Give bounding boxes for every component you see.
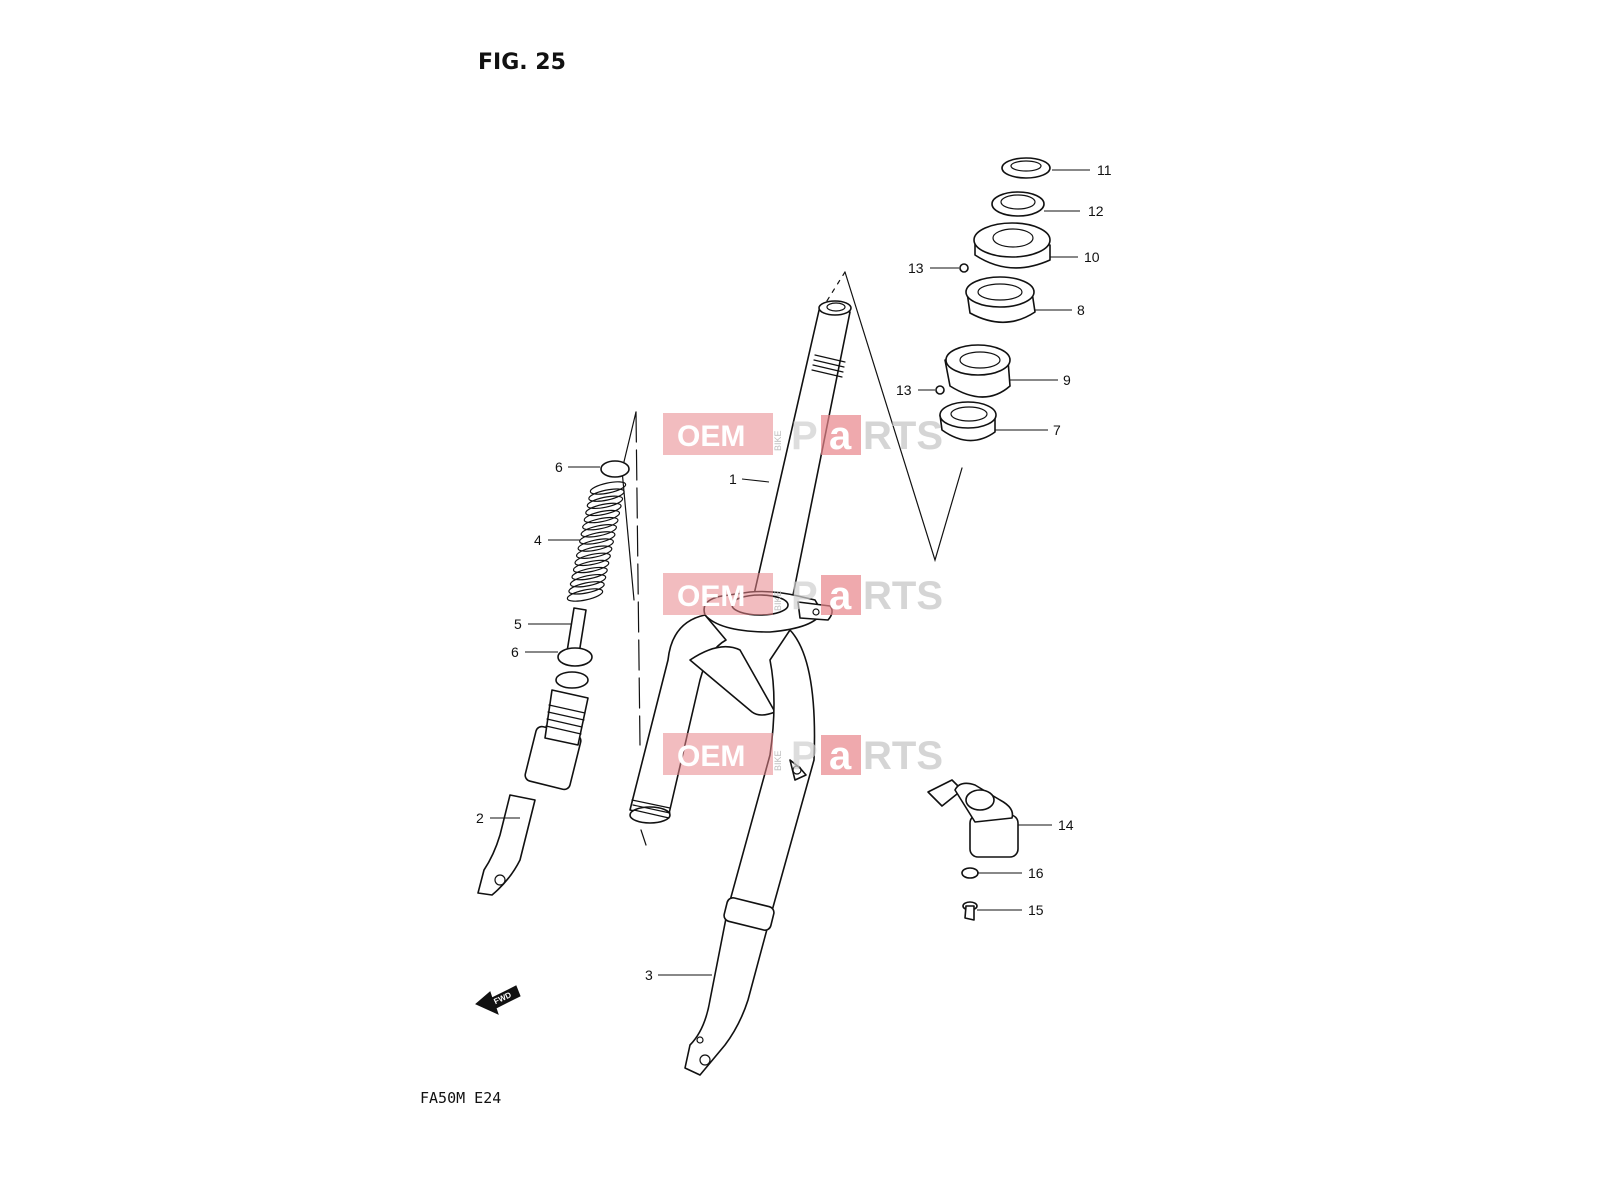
spring-coil xyxy=(579,531,616,545)
part-4-spring xyxy=(566,481,627,602)
callout-11: 11 xyxy=(1097,162,1112,178)
part-10-steering-nut xyxy=(973,222,1051,269)
watermark-oem: OEM xyxy=(677,740,745,773)
spring-coil xyxy=(569,573,607,588)
callout-10: 10 xyxy=(1084,249,1100,265)
callout-numbers: 11 12 10 13 8 9 13 7 1 6 4 5 6 2 3 14 16… xyxy=(476,162,1112,983)
callout-9: 9 xyxy=(1063,372,1071,388)
part-2-left-fork-leg xyxy=(477,671,589,896)
callout-6-lower: 6 xyxy=(511,644,519,660)
spring-coil xyxy=(566,588,604,602)
watermark-rts: RTS xyxy=(863,574,943,618)
spring-coil xyxy=(588,488,625,502)
callout-13-lower: 13 xyxy=(896,382,912,398)
watermark-row-3: OEM BIKE P a RTS xyxy=(663,733,943,778)
watermark-oem: OEM xyxy=(677,420,745,453)
part-11-lock-washer xyxy=(1001,157,1051,179)
callout-8: 8 xyxy=(1077,302,1085,318)
part-13-steel-ball-lower xyxy=(935,385,945,395)
watermark-bike: BIKE xyxy=(773,750,783,771)
spring-coil xyxy=(583,509,621,524)
spring-coil xyxy=(577,538,614,552)
part-1-steering-stem xyxy=(749,300,852,621)
watermark-p: P xyxy=(791,574,818,618)
callout-4: 4 xyxy=(534,532,542,548)
part-8-upper-race xyxy=(965,276,1036,323)
part-12-washer xyxy=(991,191,1045,217)
spring-coil xyxy=(582,516,619,531)
fwd-arrow-icon: FWD xyxy=(475,985,521,1015)
part-16-washer xyxy=(961,867,979,879)
part-6-washers xyxy=(557,460,630,667)
callout-leaders xyxy=(490,169,1090,976)
watermark-a: a xyxy=(829,574,852,618)
callout-1: 1 xyxy=(729,471,737,487)
part-3-fork-assembly xyxy=(629,590,833,1076)
watermark-row-1: OEM BIKE P a RTS xyxy=(663,413,943,458)
spring-coil xyxy=(571,566,608,581)
model-code: FA50M E24 xyxy=(420,1089,501,1107)
watermark-a: a xyxy=(829,414,852,458)
spring-coil xyxy=(586,495,624,510)
spring-coil xyxy=(585,502,622,517)
callout-15: 15 xyxy=(1028,902,1044,918)
watermark-a: a xyxy=(829,734,852,778)
watermark-p: P xyxy=(791,734,818,778)
callout-14: 14 xyxy=(1058,817,1074,833)
callout-3: 3 xyxy=(645,967,653,983)
headset-parts xyxy=(935,157,1051,442)
callout-5: 5 xyxy=(514,616,522,632)
part-14-steering-lock xyxy=(927,779,1019,858)
watermark-bike: BIKE xyxy=(773,590,783,611)
callout-6-upper: 6 xyxy=(555,459,563,475)
spring-coil xyxy=(568,581,605,595)
spring-coil xyxy=(580,524,618,538)
spring-coil xyxy=(589,481,627,495)
part-15-screw xyxy=(962,901,978,921)
watermark-p: P xyxy=(791,414,818,458)
spring-coil xyxy=(572,559,610,574)
callout-7: 7 xyxy=(1053,422,1061,438)
watermark-rts: RTS xyxy=(863,414,943,458)
watermark-rts: RTS xyxy=(863,734,943,778)
part-13-steel-ball-upper xyxy=(959,263,969,273)
spring-coil xyxy=(574,552,611,567)
watermark-oem: OEM xyxy=(677,580,745,613)
watermark-row-2: OEM BIKE P a RTS xyxy=(663,573,943,618)
spring-coil xyxy=(575,545,613,559)
callout-16: 16 xyxy=(1028,865,1044,881)
callout-2: 2 xyxy=(476,810,484,826)
part-7-bottom-race xyxy=(939,401,997,442)
callout-13-upper: 13 xyxy=(908,260,924,276)
watermark-bike: BIKE xyxy=(773,430,783,451)
callout-12: 12 xyxy=(1088,203,1104,219)
figure-title: FIG. 25 xyxy=(478,50,566,75)
part-9-lower-race xyxy=(944,344,1011,398)
